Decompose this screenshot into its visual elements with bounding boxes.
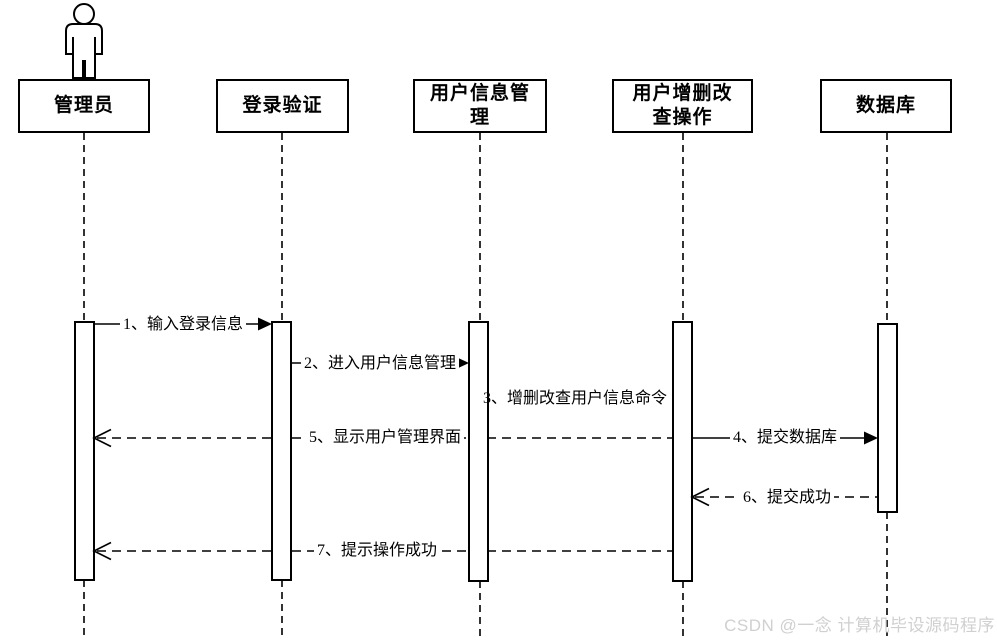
participant-label: 用户信息管理 xyxy=(429,83,530,128)
message-label-5: 5、显示用户管理界面 xyxy=(305,428,465,448)
lifelines-lower xyxy=(83,512,888,636)
activation-bar-login-verify xyxy=(271,321,292,581)
participant-box-user-info-mgmt: 用户信息管理 xyxy=(413,79,547,133)
activation-bars xyxy=(74,321,898,582)
participant-label: 用户增删改查操作 xyxy=(632,83,733,128)
participant-box-admin: 管理员 xyxy=(18,79,150,133)
activation-bar-database xyxy=(877,323,898,513)
message-label-2: 2、进入用户信息管理 xyxy=(300,354,460,374)
participant-label: 管理员 xyxy=(53,95,114,117)
activation-bar-admin xyxy=(74,321,95,581)
message-label-1: 1、输入登录信息 xyxy=(119,315,247,335)
actor-icon xyxy=(65,3,103,79)
message-7-arrowhead-icon xyxy=(92,541,112,561)
message-1-arrowhead-icon xyxy=(258,317,272,331)
activation-bar-user-crud xyxy=(672,321,693,582)
message-label-6: 6、提交成功 xyxy=(739,488,835,508)
participant-label: 登录验证 xyxy=(242,95,323,117)
message-label-7: 7、提示操作成功 xyxy=(313,541,441,561)
lifelines-upper xyxy=(83,133,888,324)
message-label-3: 3、增删改查用户信息命令 xyxy=(482,390,668,407)
message-6-arrowhead-icon xyxy=(690,487,710,507)
message-label-4: 4、提交数据库 xyxy=(729,428,841,448)
watermark: CSDN @一念 计算机毕设源码程序 xyxy=(724,616,995,635)
participant-label: 数据库 xyxy=(855,95,916,117)
participant-box-database: 数据库 xyxy=(820,79,952,133)
message-4-arrowhead-icon xyxy=(864,431,878,445)
activation-bar-user-info-mgmt xyxy=(468,321,489,582)
participant-box-user-crud: 用户增删改查操作 xyxy=(612,79,753,133)
message-5-arrowhead-icon xyxy=(92,428,112,448)
participant-box-login-verify: 登录验证 xyxy=(216,79,349,133)
